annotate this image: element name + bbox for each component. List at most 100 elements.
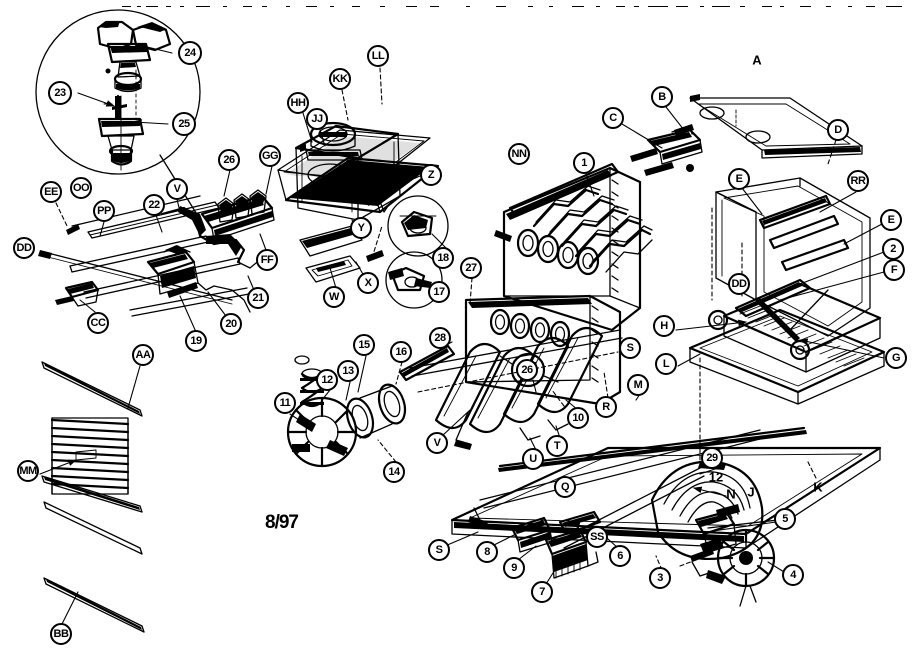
callout-21: 21 (247, 287, 269, 309)
part-17-detail (388, 266, 432, 292)
cabinet-panels-right (621, 94, 886, 463)
callout-w: W (323, 286, 345, 308)
callout-dd: DD (728, 273, 750, 295)
callout-g: G (885, 347, 907, 369)
leader-29 (699, 467, 719, 475)
callout-8: 8 (476, 541, 498, 563)
cabinet-top-assembly (277, 67, 440, 221)
callout-q: Q (554, 476, 576, 498)
leader-12 (321, 389, 331, 401)
louvered-grille (50, 417, 130, 495)
leader-26 (223, 169, 231, 197)
callout-aa: AA (132, 344, 154, 366)
callout-y: Y (350, 217, 372, 239)
callout-26: 26 (516, 359, 538, 381)
callout-d: D (827, 119, 849, 141)
callout-4: 4 (782, 564, 804, 586)
cc-bracket (55, 280, 100, 307)
leader-G (798, 338, 885, 359)
leader-JJ (319, 129, 326, 147)
leader-PP (99, 221, 105, 237)
callout-mm: MM (17, 460, 39, 482)
leader-FF (259, 233, 267, 251)
leader-C (621, 123, 663, 149)
leader-13 (345, 381, 351, 401)
callout-11: 11 (274, 392, 296, 414)
callout-12: 12 (316, 369, 338, 391)
leader-2 (799, 251, 885, 285)
callout-10: 10 (567, 407, 589, 429)
leader-MM (39, 459, 78, 475)
leader-LL (379, 67, 383, 105)
leader-E1 (741, 187, 763, 215)
callout-z: Z (420, 164, 442, 186)
callout-kk: KK (329, 68, 351, 90)
detail-circles-17-18 (366, 175, 473, 309)
grille-trim-group (39, 361, 145, 633)
burner-control-assembly (146, 165, 275, 333)
leader-7 (545, 561, 561, 585)
leader-B (665, 106, 685, 131)
callout-27: 27 (460, 257, 482, 279)
callout-t: T (546, 435, 568, 457)
callout-n: N (726, 486, 736, 502)
callout-ff: FF (256, 249, 278, 271)
control-box (146, 245, 215, 298)
leader-15 (357, 355, 367, 393)
callout-h: H (653, 315, 675, 337)
callout-7: 7 (531, 581, 553, 603)
callout-26: 26 (218, 149, 240, 171)
callout-j: J (747, 484, 755, 500)
leader-KK (341, 89, 349, 121)
gasket-group (299, 219, 365, 289)
leader-9 (517, 545, 537, 561)
callout-9: 9 (503, 557, 525, 579)
callout-gg: GG (259, 145, 281, 167)
callout-3: 3 (649, 567, 671, 589)
leader-SS (570, 522, 591, 529)
callout-28: 28 (429, 327, 451, 349)
leader-CC (79, 299, 96, 313)
housing-collars (345, 383, 407, 439)
header-remnant (0, 0, 912, 7)
part-18-detail (399, 210, 437, 238)
date-stamp: 8/97 (265, 512, 299, 533)
callout-15: 15 (353, 334, 375, 356)
leader-AA (127, 365, 141, 409)
leader-R (603, 371, 609, 399)
callout-cc: CC (87, 312, 109, 334)
callout-dd: DD (13, 237, 35, 259)
callout-u: U (522, 448, 544, 470)
callout-s: S (619, 337, 641, 359)
bracket-bc (630, 124, 703, 176)
leader-N (692, 486, 727, 497)
leader-24 (137, 43, 173, 54)
leader-19 (179, 295, 197, 333)
callout-17: 17 (428, 281, 450, 303)
leader-D (827, 139, 837, 165)
leader-RR (819, 191, 857, 213)
callout-oo: OO (70, 177, 92, 199)
callout-12: 12 (708, 469, 724, 485)
heat-exchanger-lower (464, 294, 641, 407)
callout-jj: JJ (306, 108, 328, 130)
callout-s: S (428, 539, 450, 561)
callout-v: V (426, 432, 448, 454)
leader-S2 (444, 531, 479, 547)
callout-22: 22 (143, 194, 165, 216)
leader-20 (207, 291, 227, 317)
callout-c: C (602, 107, 624, 129)
leader-11 (289, 413, 309, 427)
leader-HH (302, 112, 313, 143)
callout-24: 24 (178, 41, 202, 65)
callout-l: L (655, 353, 677, 375)
leader-16 (395, 361, 403, 385)
leader-23 (77, 92, 116, 107)
callout-25: 25 (172, 112, 196, 136)
callout-e: E (880, 209, 902, 231)
callout-hh: HH (287, 92, 309, 114)
callout-1: 1 (573, 152, 595, 174)
callout-ll: LL (367, 45, 389, 67)
